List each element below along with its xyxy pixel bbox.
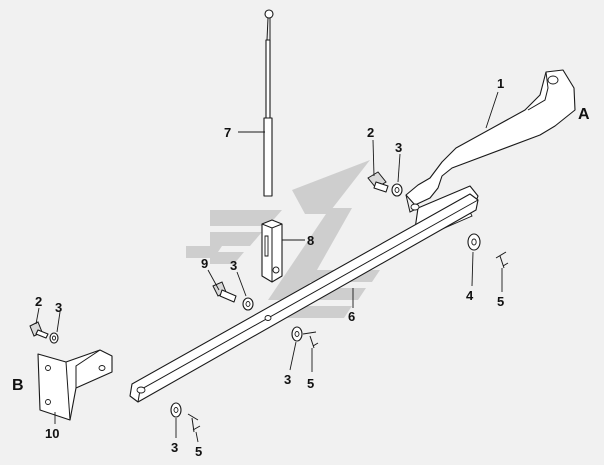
callout-1: 1 — [497, 76, 504, 91]
watermark-logo — [186, 160, 380, 318]
callout-3: 3 — [55, 300, 62, 315]
callout-3: 3 — [230, 258, 237, 273]
part-1-bracket — [405, 69, 576, 213]
washer-pin-bottom — [170, 402, 201, 433]
callout-2: 2 — [367, 125, 374, 140]
washer-pin-center — [291, 326, 319, 349]
callout-3: 3 — [171, 440, 178, 455]
callout-8: 8 — [307, 233, 314, 248]
fastener-left — [29, 321, 59, 344]
part-6-long-bar — [129, 193, 479, 403]
callout-5: 5 — [497, 294, 504, 309]
washer-pin-right — [467, 233, 509, 269]
section-labels: A B — [12, 106, 590, 394]
callout-3: 3 — [395, 140, 402, 155]
callout-5: 5 — [307, 376, 314, 391]
callout-7: 7 — [224, 125, 231, 140]
part-10-bracket — [37, 349, 113, 421]
callout-3: 3 — [284, 372, 291, 387]
fastener-middle — [212, 281, 254, 311]
callout-10: 10 — [45, 426, 59, 441]
callout-5: 5 — [195, 444, 202, 459]
fastener-upper — [367, 171, 403, 197]
part-7-rod — [263, 9, 274, 197]
section-label-b: B — [12, 377, 24, 394]
section-label-a: A — [578, 106, 590, 123]
callout-6: 6 — [348, 309, 355, 324]
callout-4: 4 — [466, 288, 474, 303]
callout-2: 2 — [35, 294, 42, 309]
callout-9: 9 — [201, 256, 208, 271]
part-8-block — [261, 219, 283, 283]
leader-lines — [35, 91, 503, 443]
callout-labels: 1 2 3 7 8 9 3 4 5 6 2 3 3 5 10 3 5 — [35, 76, 504, 459]
